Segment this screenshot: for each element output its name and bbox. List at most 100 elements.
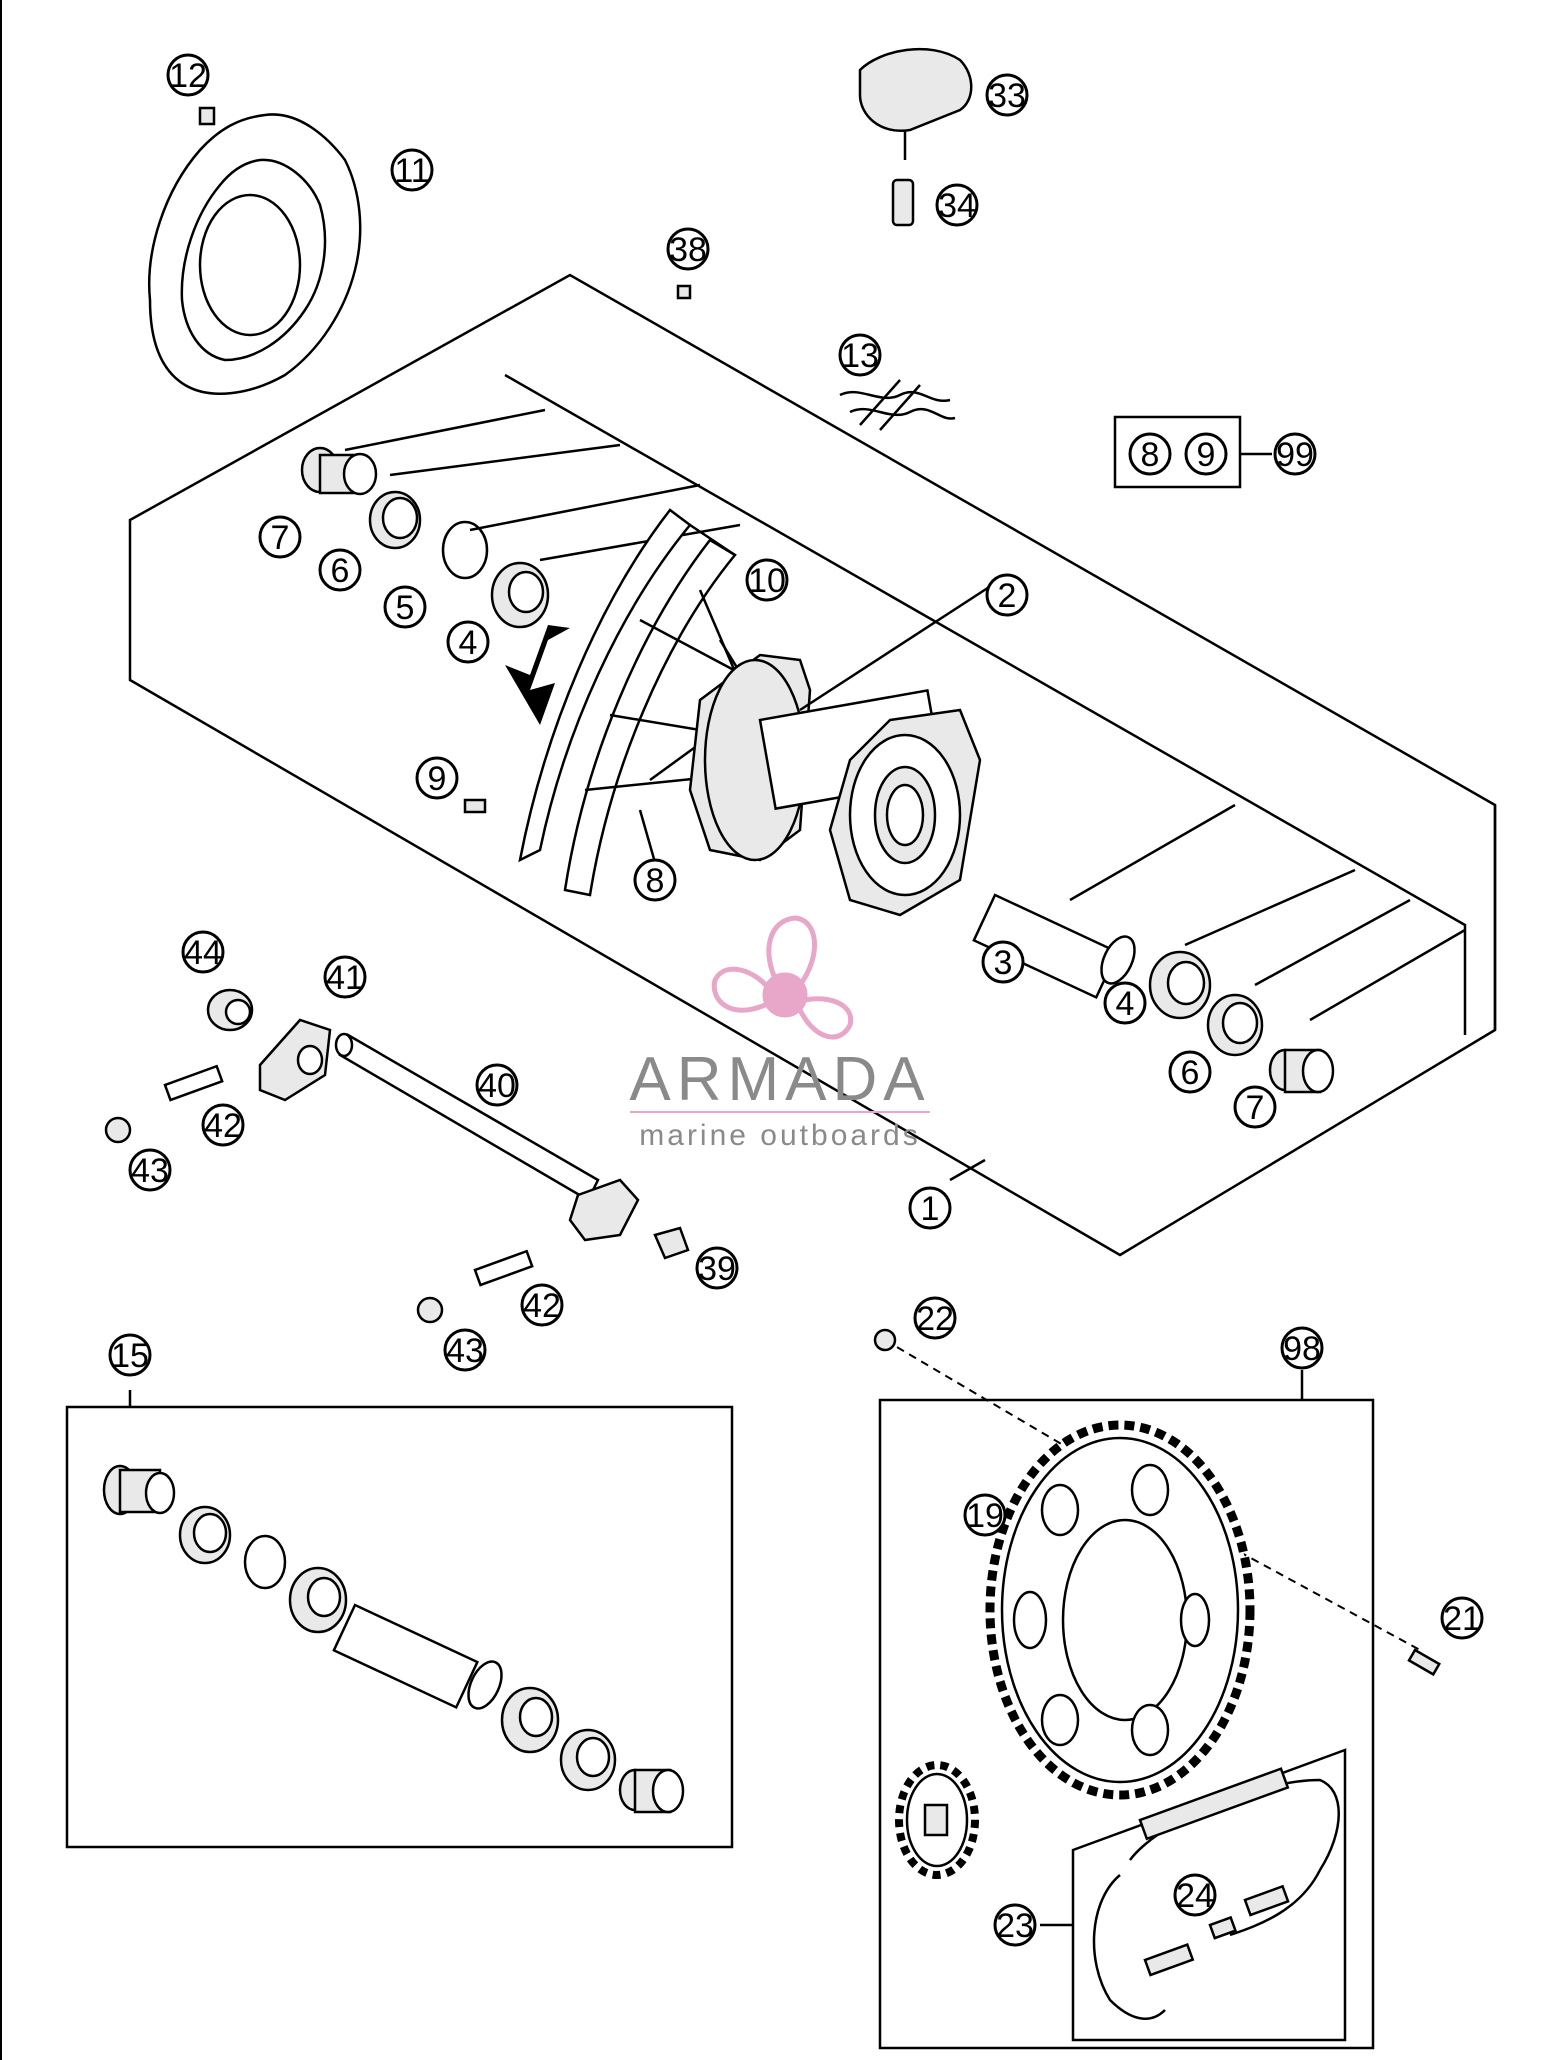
rotation-arrow xyxy=(505,625,570,725)
svg-text:7: 7 xyxy=(1246,1089,1265,1127)
callout-24: 24 xyxy=(1173,1873,1217,1917)
bolt-42-a xyxy=(163,1064,224,1102)
callout-3: 3 xyxy=(981,940,1025,984)
bearing-4-left xyxy=(490,561,550,629)
callout-38: 38 xyxy=(666,227,710,271)
callout-42-a: 42 xyxy=(201,1103,245,1147)
callout-33: 33 xyxy=(985,73,1029,117)
watermark-brand: ARMADA xyxy=(629,1045,930,1114)
callout-11: 11 xyxy=(390,148,434,192)
svg-text:2: 2 xyxy=(998,577,1017,615)
front-sprocket xyxy=(895,1761,979,1879)
callout-21: 21 xyxy=(1440,1596,1484,1640)
svg-text:9: 9 xyxy=(428,760,447,798)
svg-text:1: 1 xyxy=(921,1190,940,1228)
kit-box xyxy=(1113,415,1242,489)
svg-text:5: 5 xyxy=(396,589,415,627)
callout-10: 10 xyxy=(745,558,789,602)
axle-nut-44 xyxy=(206,988,254,1032)
svg-text:98: 98 xyxy=(1283,1330,1321,1368)
svg-text:6: 6 xyxy=(331,552,350,590)
callout-4-left: 4 xyxy=(446,620,490,664)
bolt-42-b xyxy=(473,1249,534,1287)
callout-43-b: 43 xyxy=(443,1328,487,1372)
bearing-kit-parts xyxy=(102,1464,685,1814)
svg-text:12: 12 xyxy=(169,57,207,95)
svg-text:42: 42 xyxy=(204,1107,242,1145)
callout-4-right: 4 xyxy=(1103,981,1147,1025)
valve-9 xyxy=(463,798,487,814)
svg-text:34: 34 xyxy=(938,187,976,225)
svg-text:9: 9 xyxy=(1197,436,1216,474)
svg-text:15: 15 xyxy=(111,1337,149,1375)
svg-text:4: 4 xyxy=(459,624,478,662)
callout-6-right: 6 xyxy=(1168,1050,1212,1094)
disc-bolt xyxy=(198,106,216,126)
callout-12: 12 xyxy=(166,53,210,97)
part-33 xyxy=(858,47,973,160)
hub-frame xyxy=(504,373,1467,1035)
callout-99: 99 xyxy=(1273,432,1317,476)
nut-43-b xyxy=(416,1296,444,1324)
watermark-tagline: marine outboards xyxy=(639,1119,920,1152)
sprocket-kit-frame xyxy=(878,1398,1375,2050)
svg-text:43: 43 xyxy=(131,1152,169,1190)
spacer-7-left xyxy=(300,446,378,496)
svg-text:19: 19 xyxy=(966,1497,1004,1535)
callout-7-right: 7 xyxy=(1233,1085,1277,1129)
callout-43-a: 43 xyxy=(128,1148,172,1192)
svg-text:13: 13 xyxy=(841,337,879,375)
svg-text:23: 23 xyxy=(996,1907,1034,1945)
bearing-4-right xyxy=(1148,950,1212,1020)
svg-text:3: 3 xyxy=(994,944,1013,982)
callout-23: 23 xyxy=(993,1903,1037,1947)
seal-6-right xyxy=(1206,993,1264,1057)
part-34 xyxy=(891,178,915,227)
callout-98: 98 xyxy=(1280,1326,1324,1370)
svg-text:8: 8 xyxy=(1141,436,1160,474)
svg-text:22: 22 xyxy=(916,1300,954,1338)
nut-22 xyxy=(873,1328,897,1352)
callout-5: 5 xyxy=(383,585,427,629)
callout-40: 40 xyxy=(475,1063,519,1107)
chain-adjuster-41 xyxy=(258,1018,332,1102)
chain-loop xyxy=(1092,1767,1340,2020)
callout-39: 39 xyxy=(695,1246,739,1290)
rear-sprocket xyxy=(985,1420,1255,1800)
callout-2: 2 xyxy=(985,573,1029,617)
svg-text:33: 33 xyxy=(988,77,1026,115)
callout-22: 22 xyxy=(913,1296,957,1340)
callout-41: 41 xyxy=(323,955,367,999)
svg-text:43: 43 xyxy=(446,1332,484,1370)
watermark: ARMADA marine outboards xyxy=(629,915,930,1152)
rim xyxy=(518,508,737,897)
svg-text:40: 40 xyxy=(478,1067,516,1105)
callout-1: 1 xyxy=(908,1186,952,1230)
svg-text:24: 24 xyxy=(1176,1877,1214,1915)
svg-text:4: 4 xyxy=(1116,985,1135,1023)
nipple-38 xyxy=(676,284,692,300)
nut-43-a xyxy=(104,1116,132,1144)
callout-99-9: 9 xyxy=(1184,432,1228,476)
bolt-39 xyxy=(653,1226,690,1260)
callout-6-left: 6 xyxy=(318,548,362,592)
spacer-3 xyxy=(972,893,1136,1000)
svg-text:11: 11 xyxy=(394,152,429,190)
seal-6-left xyxy=(368,490,422,550)
svg-text:41: 41 xyxy=(326,959,364,997)
callout-15: 15 xyxy=(108,1333,152,1377)
svg-text:99: 99 xyxy=(1276,436,1314,474)
spacer-7-right xyxy=(1268,1048,1335,1094)
callout-42-b: 42 xyxy=(520,1283,564,1327)
svg-text:38: 38 xyxy=(669,231,707,269)
propeller-logo xyxy=(711,915,854,1040)
svg-text:10: 10 xyxy=(748,562,786,600)
spokes-13 xyxy=(839,379,956,431)
svg-text:6: 6 xyxy=(1181,1054,1200,1092)
callout-7-left: 7 xyxy=(258,515,302,559)
svg-text:39: 39 xyxy=(698,1250,736,1288)
callout-9: 9 xyxy=(415,756,459,800)
svg-text:8: 8 xyxy=(646,862,665,900)
callout-13: 13 xyxy=(838,333,882,377)
